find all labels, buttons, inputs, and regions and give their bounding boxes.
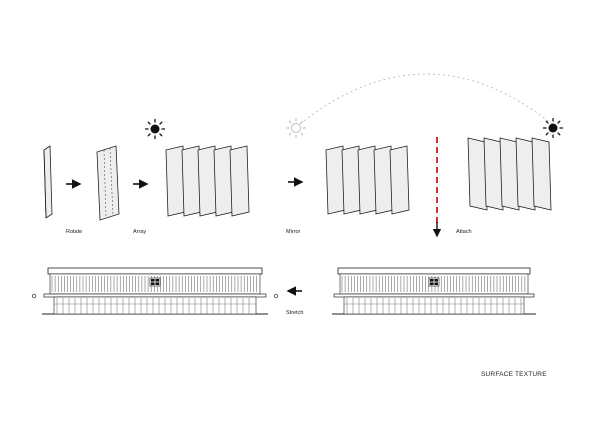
roof bbox=[337, 267, 531, 275]
label-rotate: Rotate bbox=[66, 229, 82, 235]
canopy bbox=[333, 293, 535, 298]
label-array: Array bbox=[133, 229, 146, 235]
end-marker bbox=[273, 293, 279, 299]
sun-icon-right bbox=[542, 117, 564, 139]
label-attach: Attach bbox=[456, 229, 472, 235]
panel bbox=[531, 137, 552, 211]
sun-outline-icon bbox=[286, 118, 306, 138]
panel-array-mirrored bbox=[325, 145, 410, 215]
diagram-title: SURFACE TEXTURE bbox=[481, 371, 547, 378]
ground-floor bbox=[53, 296, 257, 315]
canopy bbox=[43, 293, 267, 298]
panel bbox=[229, 145, 250, 217]
panel bbox=[483, 137, 504, 211]
sun-path-arc bbox=[299, 73, 553, 125]
rotated-panel bbox=[96, 145, 120, 221]
building-elevation bbox=[332, 267, 536, 315]
panel-array-attached bbox=[467, 137, 552, 211]
panel bbox=[389, 145, 410, 215]
panel bbox=[499, 137, 520, 211]
sun-icon bbox=[144, 118, 166, 140]
panel-array bbox=[165, 145, 250, 217]
label-mirror: Mirror bbox=[286, 229, 301, 235]
building-elevation-stretched bbox=[31, 267, 279, 315]
single-panel bbox=[43, 145, 53, 219]
roof bbox=[47, 267, 263, 275]
label-stretch: Stretch bbox=[286, 310, 303, 316]
end-marker bbox=[31, 293, 37, 299]
panel bbox=[515, 137, 536, 211]
panel bbox=[467, 137, 488, 211]
